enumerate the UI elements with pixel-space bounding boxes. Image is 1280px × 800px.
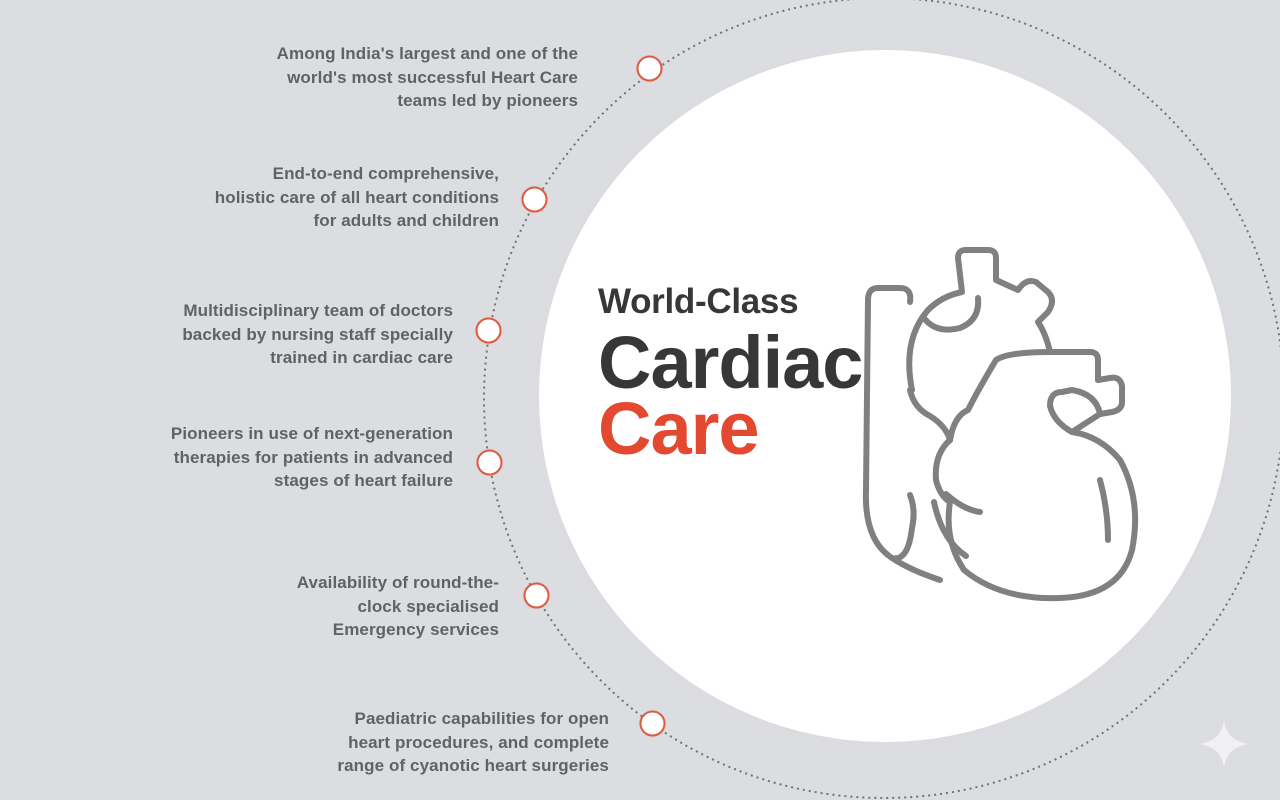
feature-1-line-1: Among India's largest and one of the	[276, 44, 578, 63]
orbit-node-3	[475, 317, 502, 344]
feature-5: Availability of round-the- clock special…	[297, 571, 499, 642]
feature-1-line-3: teams led by pioneers	[397, 91, 578, 110]
feature-6-line-2: heart procedures, and complete	[348, 732, 609, 752]
feature-1: Among India's largest and one of the wor…	[277, 42, 578, 113]
title-line-world-class: World-Class	[598, 282, 799, 321]
feature-2-line-2: holistic care of all heart conditions	[214, 187, 499, 207]
page-title: World-Class Cardiac Care	[598, 282, 863, 470]
feature-3: Multidisciplinary team of doctors backed…	[182, 299, 453, 370]
feature-4-line-3: stages of heart failure	[274, 471, 453, 490]
feature-2: End-to-end comprehensive, holistic care …	[215, 162, 499, 233]
orbit-node-5	[523, 582, 550, 609]
feature-3-line-1: Multidisciplinary team of doctors	[183, 301, 453, 320]
feature-5-line-3: Emergency services	[332, 620, 499, 639]
orbit-node-6	[639, 710, 666, 737]
feature-3-line-3: trained in cardiac care	[270, 348, 453, 367]
feature-4-line-2: therapies for patients in advanced	[173, 447, 453, 467]
feature-6-line-1: Paediatric capabilities for open	[354, 709, 609, 728]
feature-2-line-3: for adults and children	[313, 211, 499, 230]
orbit-node-4	[476, 449, 503, 476]
feature-2-line-1: End-to-end comprehensive,	[272, 164, 499, 183]
white-center-circle	[539, 50, 1231, 742]
anatomical-heart-icon	[862, 247, 1139, 602]
feature-1-line-2: world's most successful Heart Care	[287, 67, 578, 87]
feature-6: Paediatric capabilities for open heart p…	[337, 707, 609, 778]
feature-5-line-2: clock specialised	[357, 596, 499, 616]
feature-4: Pioneers in use of next-generation thera…	[171, 422, 453, 493]
title-line-cardiac: Cardiac	[598, 321, 863, 404]
feature-5-line-1: Availability of round-the-	[296, 573, 499, 592]
sparkle-icon	[1200, 720, 1248, 768]
feature-6-line-3: range of cyanotic heart surgeries	[337, 756, 609, 775]
feature-4-line-1: Pioneers in use of next-generation	[170, 424, 453, 443]
title-line-care: Care	[598, 387, 760, 470]
feature-3-line-2: backed by nursing staff specially	[182, 324, 453, 344]
orbit-node-2	[521, 186, 548, 213]
orbit-node-1	[636, 55, 663, 82]
